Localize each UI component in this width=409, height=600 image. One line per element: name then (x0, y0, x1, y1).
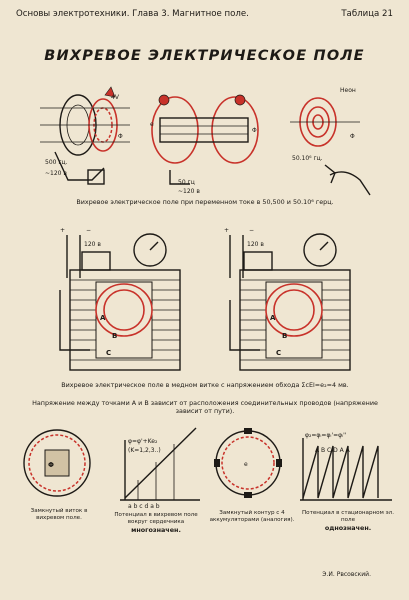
header-chapter: Основы электротехники. Глава 3. Магнитно… (16, 9, 249, 19)
fig-coil-500hz: 500 гц. ~120 в 4V Φ (40, 86, 130, 185)
author-credit: Э.И. Рвсовский. (322, 571, 371, 578)
caption-panel-1: Замкнутый виток в вихревом поле. (30, 508, 88, 521)
fig-transformer-right: + − 120 в A B C (224, 227, 351, 371)
label-k-range: (K=1,2,3..) (128, 447, 161, 454)
label-c-r: C (276, 349, 281, 357)
fig-loop-vortex: Φ (23, 429, 91, 497)
label-50e6hz: 50.10⁶ гц. (292, 155, 323, 162)
label-minus-l: − (86, 227, 91, 234)
label-50hz: 50 гц (178, 179, 195, 186)
caption-panel-4a: Потенциал в стационарном эл. поле (301, 510, 395, 523)
label-phi-1: Φ (118, 133, 123, 140)
label-plus-r: + (224, 227, 229, 234)
label-120v-b: ~120 в (178, 188, 200, 195)
label-c-l: C (106, 349, 111, 357)
fig-transformer-left: + − 120 в A B C (59, 227, 181, 371)
label-120v-c: 120 в (84, 241, 101, 248)
label-b-r: B (282, 332, 287, 340)
label-b-l: B (112, 332, 117, 340)
caption-panel-2a: Потенциал в вихревом поле вокруг сердечн… (114, 512, 198, 525)
fig-battery-loop: e (214, 428, 282, 498)
label-120v-d: 120 в (247, 241, 264, 248)
poster-title: ВИХРЕВОЕ ЭЛЕКТРИЧЕСКОЕ ПОЛЕ (44, 48, 365, 64)
fig-sawtooth-graph: φ₂=φᵢ=φᵢ'=φᵢ'' A B C D A A (300, 432, 392, 501)
caption-top: Вихревое электрическое поле при переменн… (76, 198, 334, 206)
fig-core-50hz: e Φ 50 гц ~120 в (150, 94, 259, 195)
caption-panel-2b: многозначен. (131, 525, 181, 534)
label-phi-eq: φ₂=φᵢ=φᵢ'=φᵢ'' (305, 432, 347, 439)
label-minus-r: − (249, 227, 254, 234)
label-a-r: A (270, 314, 276, 322)
fig-potential-graph: φ=φ'+Ke₂ (K=1,2,3..) a b c d a b (120, 427, 200, 510)
label-e-2: e (150, 121, 154, 128)
caption-panel-4b: однозначен. (324, 523, 372, 532)
label-a-lower: a b c d a b (128, 503, 160, 510)
caption-middle: Вихревое электрическое поле в медном вит… (61, 381, 349, 389)
label-500hz: 500 гц. (45, 159, 68, 166)
label-e-3: e (244, 461, 248, 468)
fig-neon-hf: Неон 50.10⁶ гц. Φ (290, 87, 371, 196)
caption-middle-note: Напряжение между точками А и В зависит о… (32, 399, 378, 415)
label-neon: Неон (340, 87, 356, 94)
caption-panel-2: Потенциал в вихревом поле вокруг сердечн… (113, 512, 199, 534)
header-table-number: Таблица 21 (341, 9, 393, 19)
label-phi-formula: φ=φ'+Ke₂ (128, 438, 158, 445)
label-a-l: A (100, 314, 106, 322)
caption-panel-3: Замкнутый контур с 4 аккумуляторами (ана… (209, 510, 295, 523)
label-phi-4: Φ (48, 461, 54, 469)
page-header: Основы электротехники. Глава 3. Магнитно… (16, 9, 393, 19)
label-phi-2: Φ (252, 127, 257, 134)
label-phi-3: Φ (350, 133, 355, 140)
label-a-upper: A B C D A A (315, 447, 351, 454)
label-120v-a: ~120 в (45, 170, 67, 177)
label-plus-l: + (60, 227, 65, 234)
caption-panel-4: Потенциал в стационарном эл. поле однозн… (300, 510, 396, 532)
label-4v: 4V (111, 94, 120, 101)
